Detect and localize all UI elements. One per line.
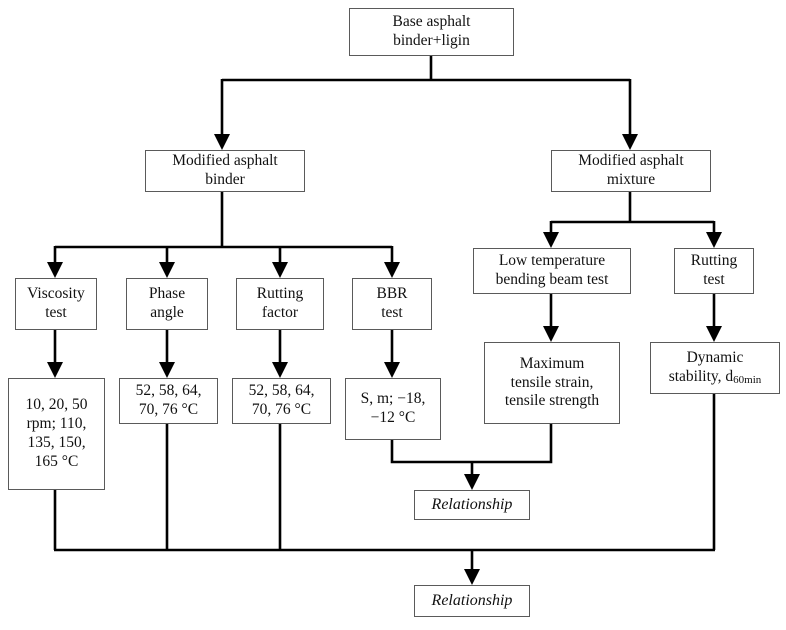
arrowhead-binder bbox=[214, 134, 230, 150]
node-dynamic-stability[interactable]: Dynamic stability, d60min bbox=[650, 342, 780, 394]
node-label: Dynamic stability, d60min bbox=[669, 349, 762, 387]
node-label: Modified asphalt mixture bbox=[578, 152, 684, 188]
arrowhead-mixture bbox=[622, 134, 638, 150]
node-modified-asphalt-binder[interactable]: Modified asphalt binder bbox=[145, 150, 305, 192]
node-label: Low temperature bending beam test bbox=[495, 252, 609, 288]
node-label: Relationship bbox=[431, 496, 513, 514]
node-viscosity-parameters[interactable]: 10, 20, 50 rpm; 110, 135, 150, 165 °C bbox=[8, 378, 105, 490]
node-label: Rutting factor bbox=[256, 285, 304, 321]
node-base-asphalt-binder-ligin[interactable]: Base asphalt binder+ligin bbox=[349, 8, 514, 56]
arrowhead-lowtemp bbox=[543, 232, 559, 248]
node-label: 52, 58, 64, 70, 76 °C bbox=[248, 382, 315, 418]
arrowhead-viscosity bbox=[47, 262, 63, 278]
arrowhead-dynamic bbox=[706, 326, 722, 342]
node-label: Relationship bbox=[431, 592, 513, 610]
arrowhead-phase-params bbox=[159, 362, 175, 378]
dynamic-stability-text: Dynamic stability, d bbox=[668, 349, 744, 385]
node-label: 10, 20, 50 rpm; 110, 135, 150, 165 °C bbox=[25, 396, 88, 470]
node-modified-asphalt-mixture[interactable]: Modified asphalt mixture bbox=[551, 150, 711, 192]
node-low-temperature-bending-beam-test[interactable]: Low temperature bending beam test bbox=[473, 248, 631, 294]
arrowhead-phase bbox=[159, 262, 175, 278]
node-bbr-parameters[interactable]: S, m; −18, −12 °C bbox=[345, 378, 441, 440]
edge-bbr-to-relationship bbox=[390, 440, 472, 464]
node-rutting-test[interactable]: Rutting test bbox=[674, 248, 754, 294]
arrowhead-rutting bbox=[272, 262, 288, 278]
node-phase-angle-parameters[interactable]: 52, 58, 64, 70, 76 °C bbox=[119, 378, 218, 424]
node-bbr-test[interactable]: BBR test bbox=[352, 278, 432, 330]
node-viscosity-test[interactable]: Viscosity test bbox=[15, 278, 97, 330]
node-label: BBR test bbox=[376, 285, 408, 321]
arrowhead-relationship-bottom bbox=[464, 569, 480, 585]
node-label: 52, 58, 64, 70, 76 °C bbox=[135, 382, 202, 418]
arrowhead-relationship-mid bbox=[464, 474, 480, 490]
node-maximum-tensile-results[interactable]: Maximum tensile strain, tensile strength bbox=[484, 342, 620, 424]
node-label: Maximum tensile strain, tensile strength bbox=[504, 354, 600, 410]
node-label: S, m; −18, −12 °C bbox=[360, 390, 426, 426]
node-label: Viscosity test bbox=[27, 285, 85, 321]
node-phase-angle[interactable]: Phase angle bbox=[126, 278, 208, 330]
node-relationship-bottom[interactable]: Relationship bbox=[414, 585, 530, 617]
node-label: Rutting test bbox=[690, 252, 738, 288]
node-rutting-factor[interactable]: Rutting factor bbox=[236, 278, 324, 330]
node-label: Modified asphalt binder bbox=[172, 152, 278, 188]
node-label: Phase angle bbox=[148, 285, 186, 321]
node-label: Base asphalt binder+ligin bbox=[392, 13, 471, 49]
node-relationship-mid[interactable]: Relationship bbox=[414, 490, 530, 520]
arrowhead-rutting-params bbox=[272, 362, 288, 378]
arrowhead-viscosity-params bbox=[47, 362, 63, 378]
node-rutting-factor-parameters[interactable]: 52, 58, 64, 70, 76 °C bbox=[232, 378, 331, 424]
edge-maxtensile-to-relationship bbox=[472, 424, 553, 464]
arrowhead-bbr bbox=[384, 262, 400, 278]
arrowhead-ruttingtest bbox=[706, 232, 722, 248]
arrowhead-maxtensile bbox=[543, 326, 559, 342]
dynamic-stability-subscript: 60min bbox=[733, 374, 762, 386]
arrowhead-bbr-params bbox=[384, 362, 400, 378]
